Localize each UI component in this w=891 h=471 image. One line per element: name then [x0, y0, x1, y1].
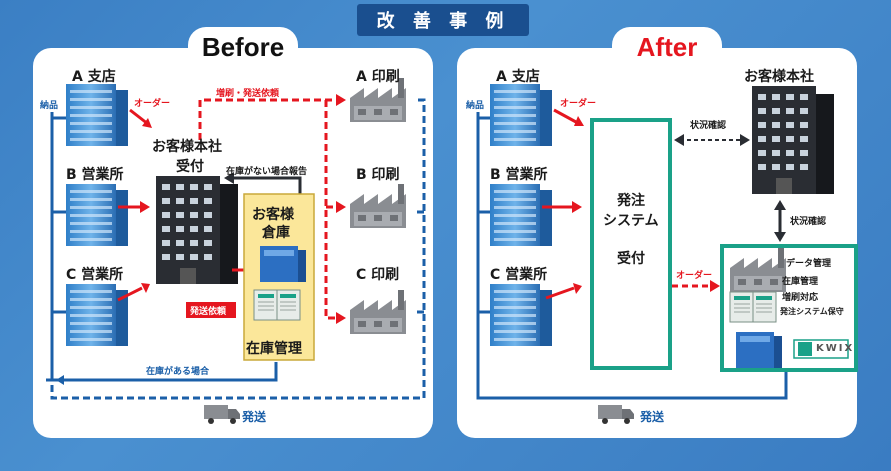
after-shipping-label: 発送 [640, 410, 665, 424]
before-no-stock-report-label: 在庫がない場合報告 [226, 167, 308, 177]
before-print-c-factory [350, 290, 406, 334]
before-shipping-request-label: 発送依頼 [190, 307, 227, 317]
after-service-reprint: 増刷対応 [782, 293, 819, 303]
before-print-arrow-b [336, 201, 346, 213]
after-title: After [612, 27, 722, 63]
before-inventory-label: 在庫管理 [246, 341, 302, 357]
before-branch-a-building [66, 84, 128, 146]
after-status-check-v-label: 状況確認 [790, 217, 827, 227]
after-delivery-label: 納品 [466, 101, 485, 111]
before-hq-title-2: 受付 [176, 159, 204, 175]
after-status-arrow-h-left [674, 134, 684, 146]
after-kwix-logo-mark [798, 342, 812, 356]
after-service-data: データ管理 [786, 259, 832, 269]
before-report-arrow [224, 172, 234, 184]
before-shipping-label: 発送 [242, 410, 267, 424]
after-order-dashed-head [710, 280, 720, 292]
before-branch-c-building [66, 284, 128, 346]
before-hq-title-1: お客様本社 [152, 139, 222, 155]
after-order-arrow-a-head [574, 116, 584, 126]
after-hq-label: お客様本社 [744, 69, 814, 85]
after-delivery-lines [476, 112, 788, 400]
before-warehouse-book [253, 289, 301, 321]
after-branch-c-building [490, 284, 552, 346]
after-order-label: オーダー [560, 99, 597, 109]
before-report-line [232, 176, 302, 194]
before-truck-icon [204, 405, 240, 424]
before-print-a-label: A 印刷 [356, 69, 400, 85]
before-branch-b-building [66, 184, 128, 246]
after-branch-a-label: A 支店 [496, 69, 540, 85]
after-status-arrow-v-down [774, 232, 786, 242]
after-kwix-book [729, 291, 777, 323]
after-status-arrow-v-up [774, 200, 786, 210]
before-print-arrow-a [336, 94, 346, 106]
before-shipping-request-badge [186, 302, 236, 318]
before-delivery-lines [46, 112, 278, 382]
after-system-label-3: 受付 [617, 251, 645, 267]
before-order-arrow-c-head [141, 283, 150, 293]
before-print-c-label: C 印刷 [356, 267, 400, 283]
before-warehouse-label-2: 倉庫 [262, 225, 290, 241]
before-title: Before [188, 27, 298, 63]
after-system-label-1: 発注 [617, 193, 645, 209]
after-branch-a-building [490, 84, 552, 146]
before-hq-building [156, 176, 238, 284]
before-order-arrow-b-head [140, 201, 150, 213]
after-truck-icon [598, 405, 634, 424]
before-print-arrow-c [336, 312, 346, 324]
before-order-arrows [117, 108, 149, 302]
after-branch-b-label: B 営業所 [490, 167, 548, 183]
banner-title: 改 善 事 例 [357, 4, 529, 36]
before-branch-a-label: A 支店 [72, 69, 116, 85]
before-delivery-label: 納品 [40, 101, 59, 111]
after-status-check-h-label: 状況確認 [690, 121, 727, 131]
before-order-arrow-a-head [142, 118, 152, 128]
before-branch-c-label: C 営業所 [66, 267, 124, 283]
before-branch-b-label: B 営業所 [66, 167, 124, 183]
before-in-stock-label: 在庫がある場合 [146, 367, 210, 377]
after-order-arrows [542, 108, 577, 300]
after-kwix-logo-text: KWIX [816, 343, 855, 354]
before-dashed-shipping [50, 98, 426, 400]
before-print-request-line [198, 98, 338, 320]
before-warehouse-binder [260, 246, 306, 282]
before-print-b-label: B 印刷 [356, 167, 400, 183]
after-status-arrow-h-right [740, 134, 750, 146]
after-hq-building [752, 86, 834, 194]
after-order-arrow-c-head [573, 283, 582, 294]
after-service-maintenance: 発注システム保守 [780, 307, 844, 316]
before-print-request-label: 増刷・発送依頼 [216, 89, 280, 99]
after-branch-c-label: C 営業所 [490, 267, 548, 283]
after-system-label-2: システム [603, 213, 659, 229]
after-service-inventory: 在庫管理 [782, 277, 819, 287]
before-order-label: オーダー [134, 99, 171, 109]
before-print-b-factory [350, 184, 406, 228]
after-order-label-2: オーダー [676, 271, 713, 281]
before-warehouse-label-1: お客様 [252, 207, 294, 223]
after-order-arrow-b-head [572, 201, 582, 213]
after-system-box [590, 118, 672, 370]
after-kwix-binder [736, 332, 782, 368]
before-return-arrow [56, 375, 64, 385]
after-branch-b-building [490, 184, 552, 246]
